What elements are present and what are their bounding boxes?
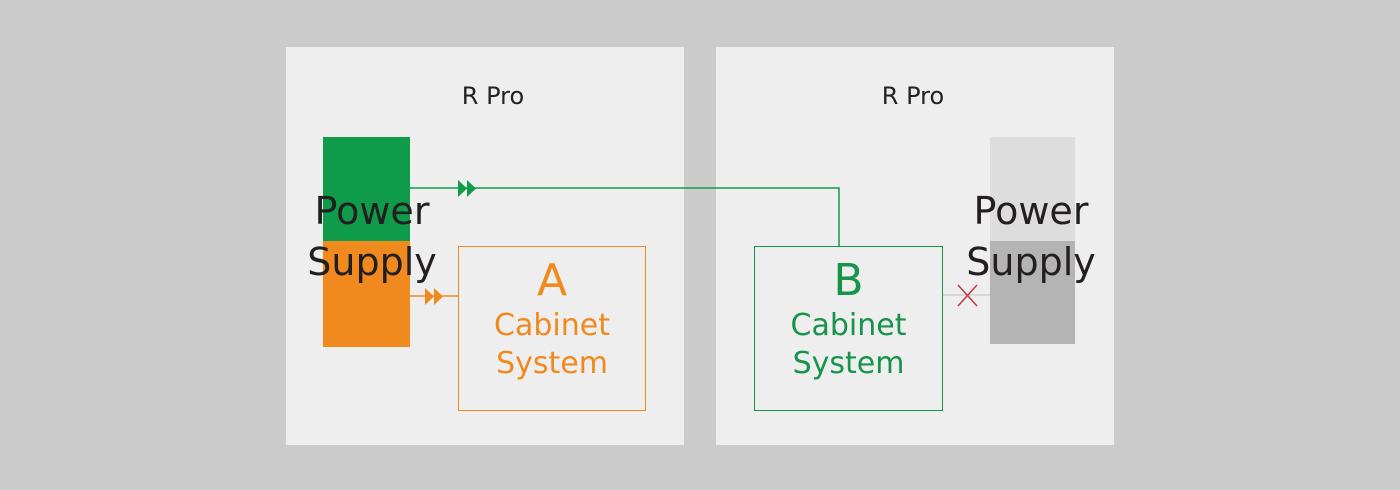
green-power-line [410,187,840,246]
right-power-supply-lower-block [990,241,1075,344]
green-double-arrow-icon [458,180,476,197]
right-power-supply-upper-block [990,137,1075,241]
left-panel-title: R Pro [461,82,525,110]
left-power-supply-upper-block [323,137,410,241]
right-power-supply-label-line2: Supply [966,240,1096,284]
left-power-supply-label-line2: Supply [307,240,437,284]
cabinet-b-line1: Cabinet [790,308,907,343]
left-power-supply-label-line1: Power [314,189,430,233]
cross-fault-icon [957,284,978,307]
cabinet-a-letter: A [536,255,568,306]
cabinet-b-box: B Cabinet System [754,246,943,411]
cabinet-a-line2: System [496,346,608,381]
left-power-supply-lower-block [323,241,410,347]
right-panel-title: R Pro [881,82,945,110]
right-power-supply-label-line1: Power [973,189,1089,233]
cabinet-a-box: A Cabinet System [458,246,646,411]
orange-double-arrow-icon [425,288,443,305]
cabinet-b-line2: System [792,346,905,381]
cabinet-b-letter: B [833,255,864,306]
cabinet-a-line1: Cabinet [494,308,610,343]
